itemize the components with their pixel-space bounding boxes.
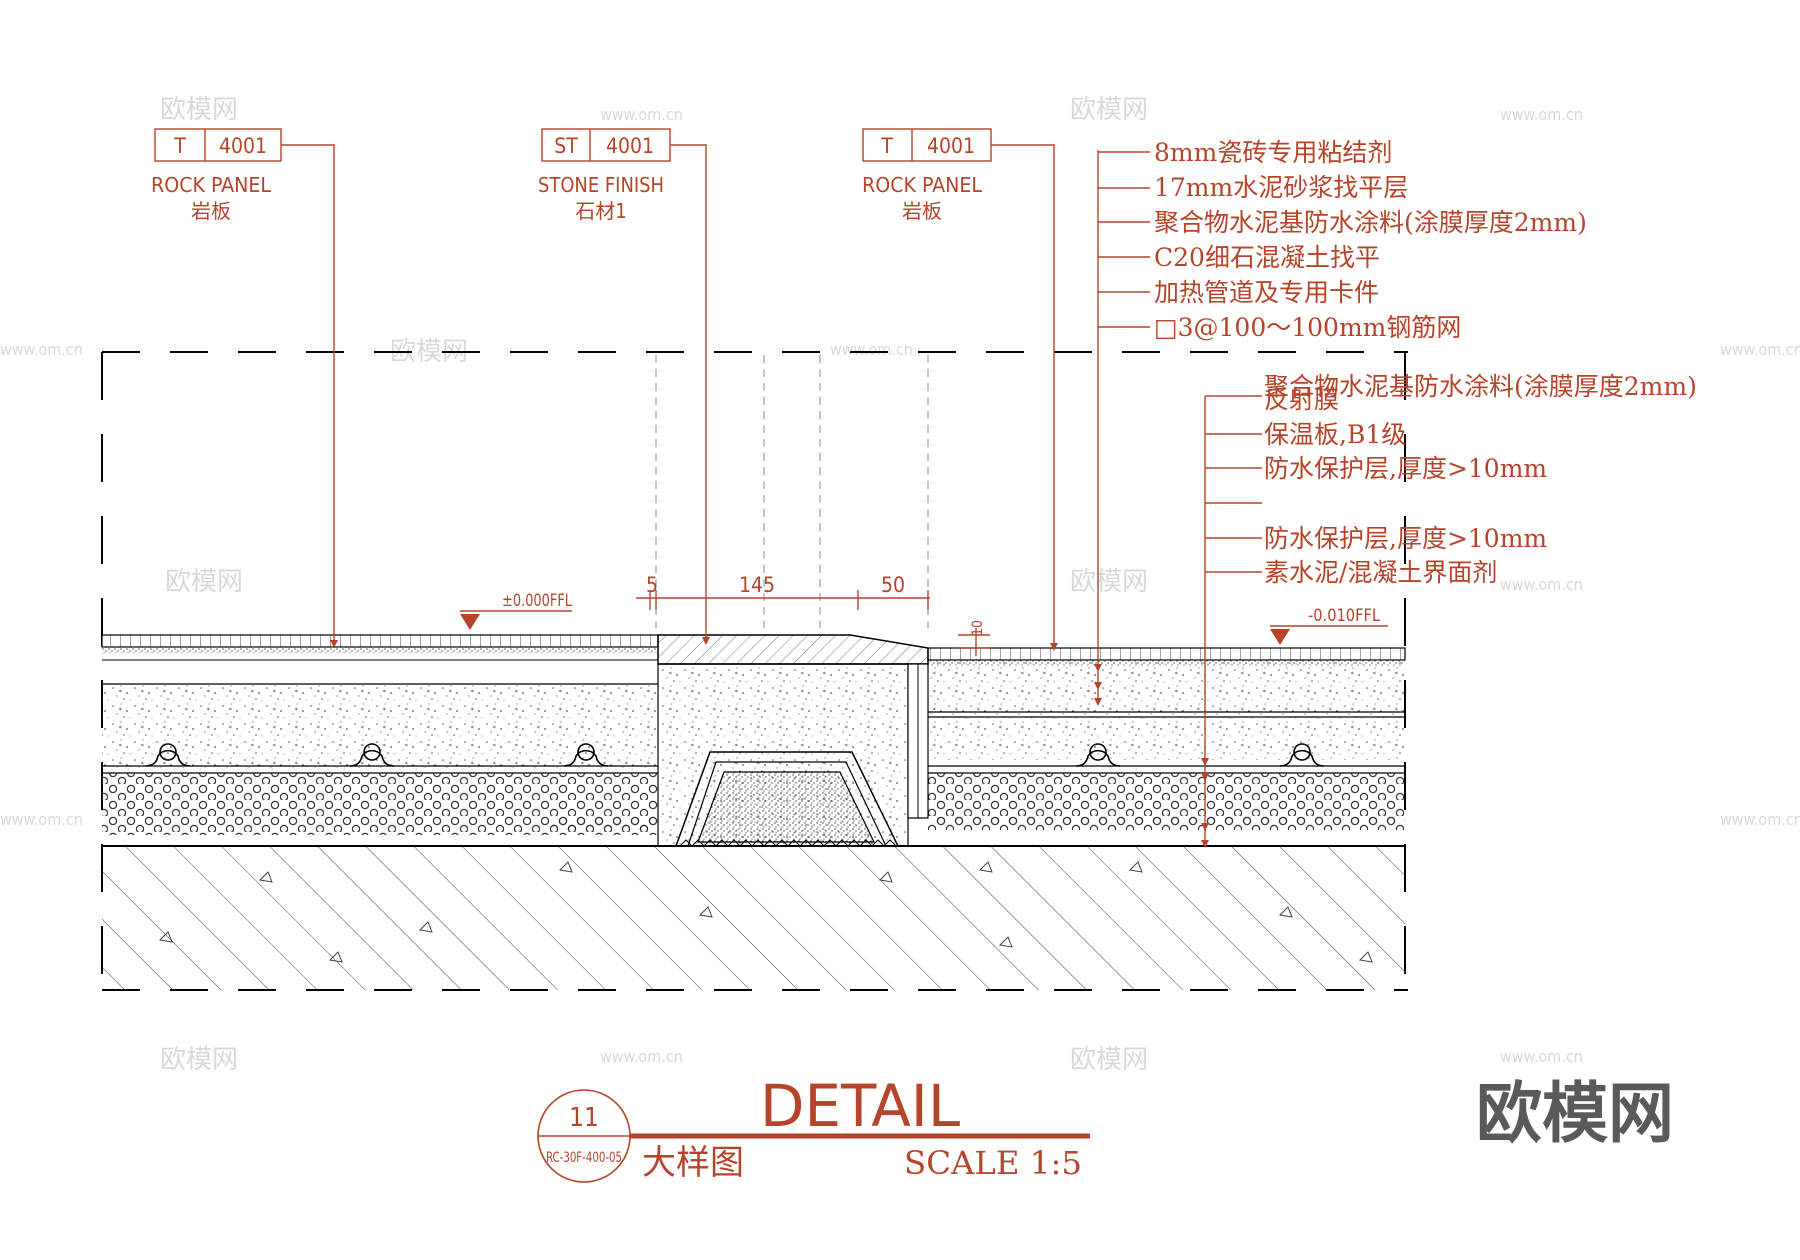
watermark-url: www.om.cn: [830, 340, 913, 359]
tag-code: ST: [554, 134, 578, 158]
adhesive-left: [102, 647, 658, 653]
heating-pipe: [1279, 743, 1325, 767]
rock-panel-left: [101, 634, 659, 648]
dim-step: 10: [970, 620, 986, 636]
watermark-url: www.om.cn: [600, 105, 683, 124]
heating-pipe: [349, 743, 395, 767]
material-names: ROCK PANEL STONE FINISH ROCK PANEL 岩板 石材…: [151, 173, 982, 223]
annotation-leaders: [154, 128, 1388, 845]
slab-aggregate: [158, 861, 1373, 963]
sheet-reference: RC-30F-400-05: [546, 1150, 622, 1166]
upper-layer-labels: 8mm瓷砖专用粘结剂 17mm水泥砂浆找平层 聚合物水泥基防水涂料(涂膜厚度2m…: [1154, 138, 1587, 342]
level-triangle-right: [1270, 629, 1290, 645]
leader-arrowheads: [330, 637, 1209, 848]
watermark-url: www.om.cn: [0, 810, 83, 829]
insulation-board-right: [928, 773, 1405, 823]
rock-panel-right: [927, 647, 1406, 661]
layer-label: 聚合物水泥基防水涂料(涂膜厚度2mm): [1264, 372, 1697, 401]
heating-pipe: [145, 743, 191, 767]
tag-name-en: ROCK PANEL: [151, 173, 271, 197]
site-logo: 欧模网: [1476, 1074, 1674, 1152]
title-block: 11 RC-30F-400-05 DETAIL 大样图 SCALE 1:5: [537, 1072, 1090, 1183]
tag-name-en: STONE FINISH: [538, 173, 664, 197]
dimension-labels: 5 145 50 10: [646, 573, 986, 636]
lower-layer-labels: 聚合物水泥基防水涂料(涂膜厚度2mm) 反射膜 保温板,B1级 防水保护层,厚度…: [1264, 372, 1697, 587]
level-marker-triangles: [460, 614, 1290, 645]
stone-threshold: [657, 634, 929, 665]
guide-lines: [655, 355, 929, 628]
level-left: ±0.000FFL: [502, 591, 572, 611]
watermarks: 欧模网 欧模网 欧模网 欧模网 欧模网 欧模网 欧模网 www.om.cn ww…: [0, 95, 1800, 1075]
dim-5: 5: [646, 573, 658, 597]
tag-number: 4001: [606, 134, 654, 158]
tag-name-en: ROCK PANEL: [862, 173, 982, 197]
watermark-url: www.om.cn: [600, 1047, 683, 1066]
watermark-url: www.om.cn: [1500, 575, 1583, 594]
concrete-slab: [102, 846, 1405, 990]
heating-pipe: [563, 743, 609, 767]
detail-scale: SCALE 1:5: [904, 1144, 1082, 1182]
layer-label: 加热管道及专用卡件: [1154, 278, 1379, 307]
tag-code: T: [880, 134, 893, 158]
layer-label: 8mm瓷砖专用粘结剂: [1154, 138, 1392, 167]
level-triangle-left: [460, 614, 480, 630]
insulation-edge: [552, 818, 656, 830]
curb-base-serration: [679, 839, 897, 847]
layer-label: □3@100～100mm钢筋网: [1154, 313, 1461, 342]
watermark-text: 欧模网: [1070, 1045, 1148, 1075]
watermark-text: 欧模网: [160, 95, 238, 125]
detail-heading: DETAIL: [760, 1072, 960, 1140]
layer-label: 防水保护层,厚度>10mm: [1264, 524, 1547, 553]
watermark-text: 欧模网: [1070, 95, 1148, 125]
watermark-url: www.om.cn: [1720, 810, 1800, 829]
layer-label: C20细石混凝土找平: [1154, 243, 1380, 272]
heating-pipes: [145, 743, 1325, 767]
watermark-url: www.om.cn: [1500, 105, 1583, 124]
dim-145: 145: [739, 573, 775, 597]
detail-subtitle: 大样图: [642, 1143, 744, 1183]
tag-name-cn: 岩板: [902, 199, 942, 223]
tag-code: T: [173, 134, 186, 158]
layer-label: 防水保护层,厚度>10mm: [1264, 454, 1547, 483]
level-labels: ±0.000FFL -0.010FFL: [502, 591, 1380, 626]
tag-number: 4001: [927, 134, 975, 158]
layer-label: 聚合物水泥基防水涂料(涂膜厚度2mm): [1154, 208, 1587, 237]
watermark-text: 欧模网: [165, 567, 243, 597]
tag-name-cn: 石材1: [575, 199, 626, 223]
watermark-text: 欧模网: [160, 1045, 238, 1075]
detail-number: 11: [569, 1103, 599, 1133]
layer-label: 保温板,B1级: [1264, 420, 1406, 449]
layer-label: 17mm水泥砂浆找平层: [1154, 173, 1408, 202]
dim-50: 50: [881, 573, 905, 597]
material-tags: T 4001 ST 4001 T 4001: [173, 134, 975, 158]
layer-label: 反射膜: [1264, 385, 1339, 414]
screed-right: [928, 660, 1405, 760]
waterproof-curb-mid: [687, 761, 887, 847]
tag-number: 4001: [219, 134, 267, 158]
level-right: -0.010FFL: [1308, 606, 1380, 626]
watermark-url: www.om.cn: [1720, 340, 1800, 359]
heating-pipe: [1075, 743, 1121, 767]
layer-label: 素水泥/混凝土界面剂: [1264, 558, 1497, 587]
watermark-text: 欧模网: [1070, 567, 1148, 597]
watermark-url: www.om.cn: [0, 340, 83, 359]
tag-name-cn: 岩板: [191, 199, 231, 223]
insulation-edge: [928, 818, 1405, 830]
adhesive-right: [928, 660, 1405, 666]
watermark-url: www.om.cn: [1500, 1047, 1583, 1066]
